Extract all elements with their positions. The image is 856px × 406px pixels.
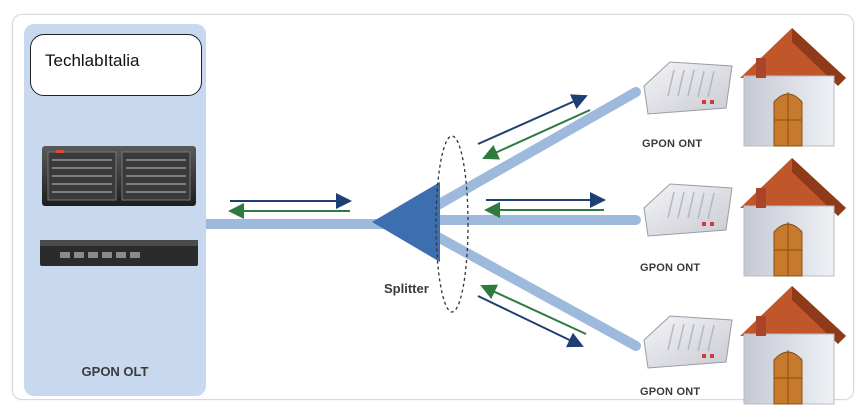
house-icon	[740, 158, 846, 277]
upstream-arrow	[482, 109, 591, 160]
olt-chassis-icon	[42, 146, 196, 206]
house-icon	[740, 28, 846, 147]
ont-device-icon	[643, 61, 733, 115]
brand-name: TechlabItalia	[45, 51, 140, 70]
ont-label: GPON ONT	[642, 138, 703, 150]
ont-label: GPON ONT	[640, 262, 701, 274]
ont-label: GPON ONT	[640, 386, 701, 398]
upstream-arrow	[480, 284, 587, 335]
splitter-icon	[372, 182, 440, 262]
olt-rack-icon	[40, 240, 198, 266]
ont-device-icon	[643, 315, 733, 369]
fiber-trunk	[206, 219, 386, 229]
downstream-arrow	[477, 295, 584, 348]
fiber-branches	[431, 87, 641, 351]
splitter-ellipse	[435, 135, 469, 313]
splitter-label: Splitter	[384, 281, 429, 296]
ont-device-icon	[643, 183, 733, 237]
house-icon	[740, 286, 846, 405]
brand-box: TechlabItalia	[30, 34, 202, 96]
downstream-arrow	[477, 94, 588, 145]
olt-label: GPON OLT	[81, 364, 149, 379]
